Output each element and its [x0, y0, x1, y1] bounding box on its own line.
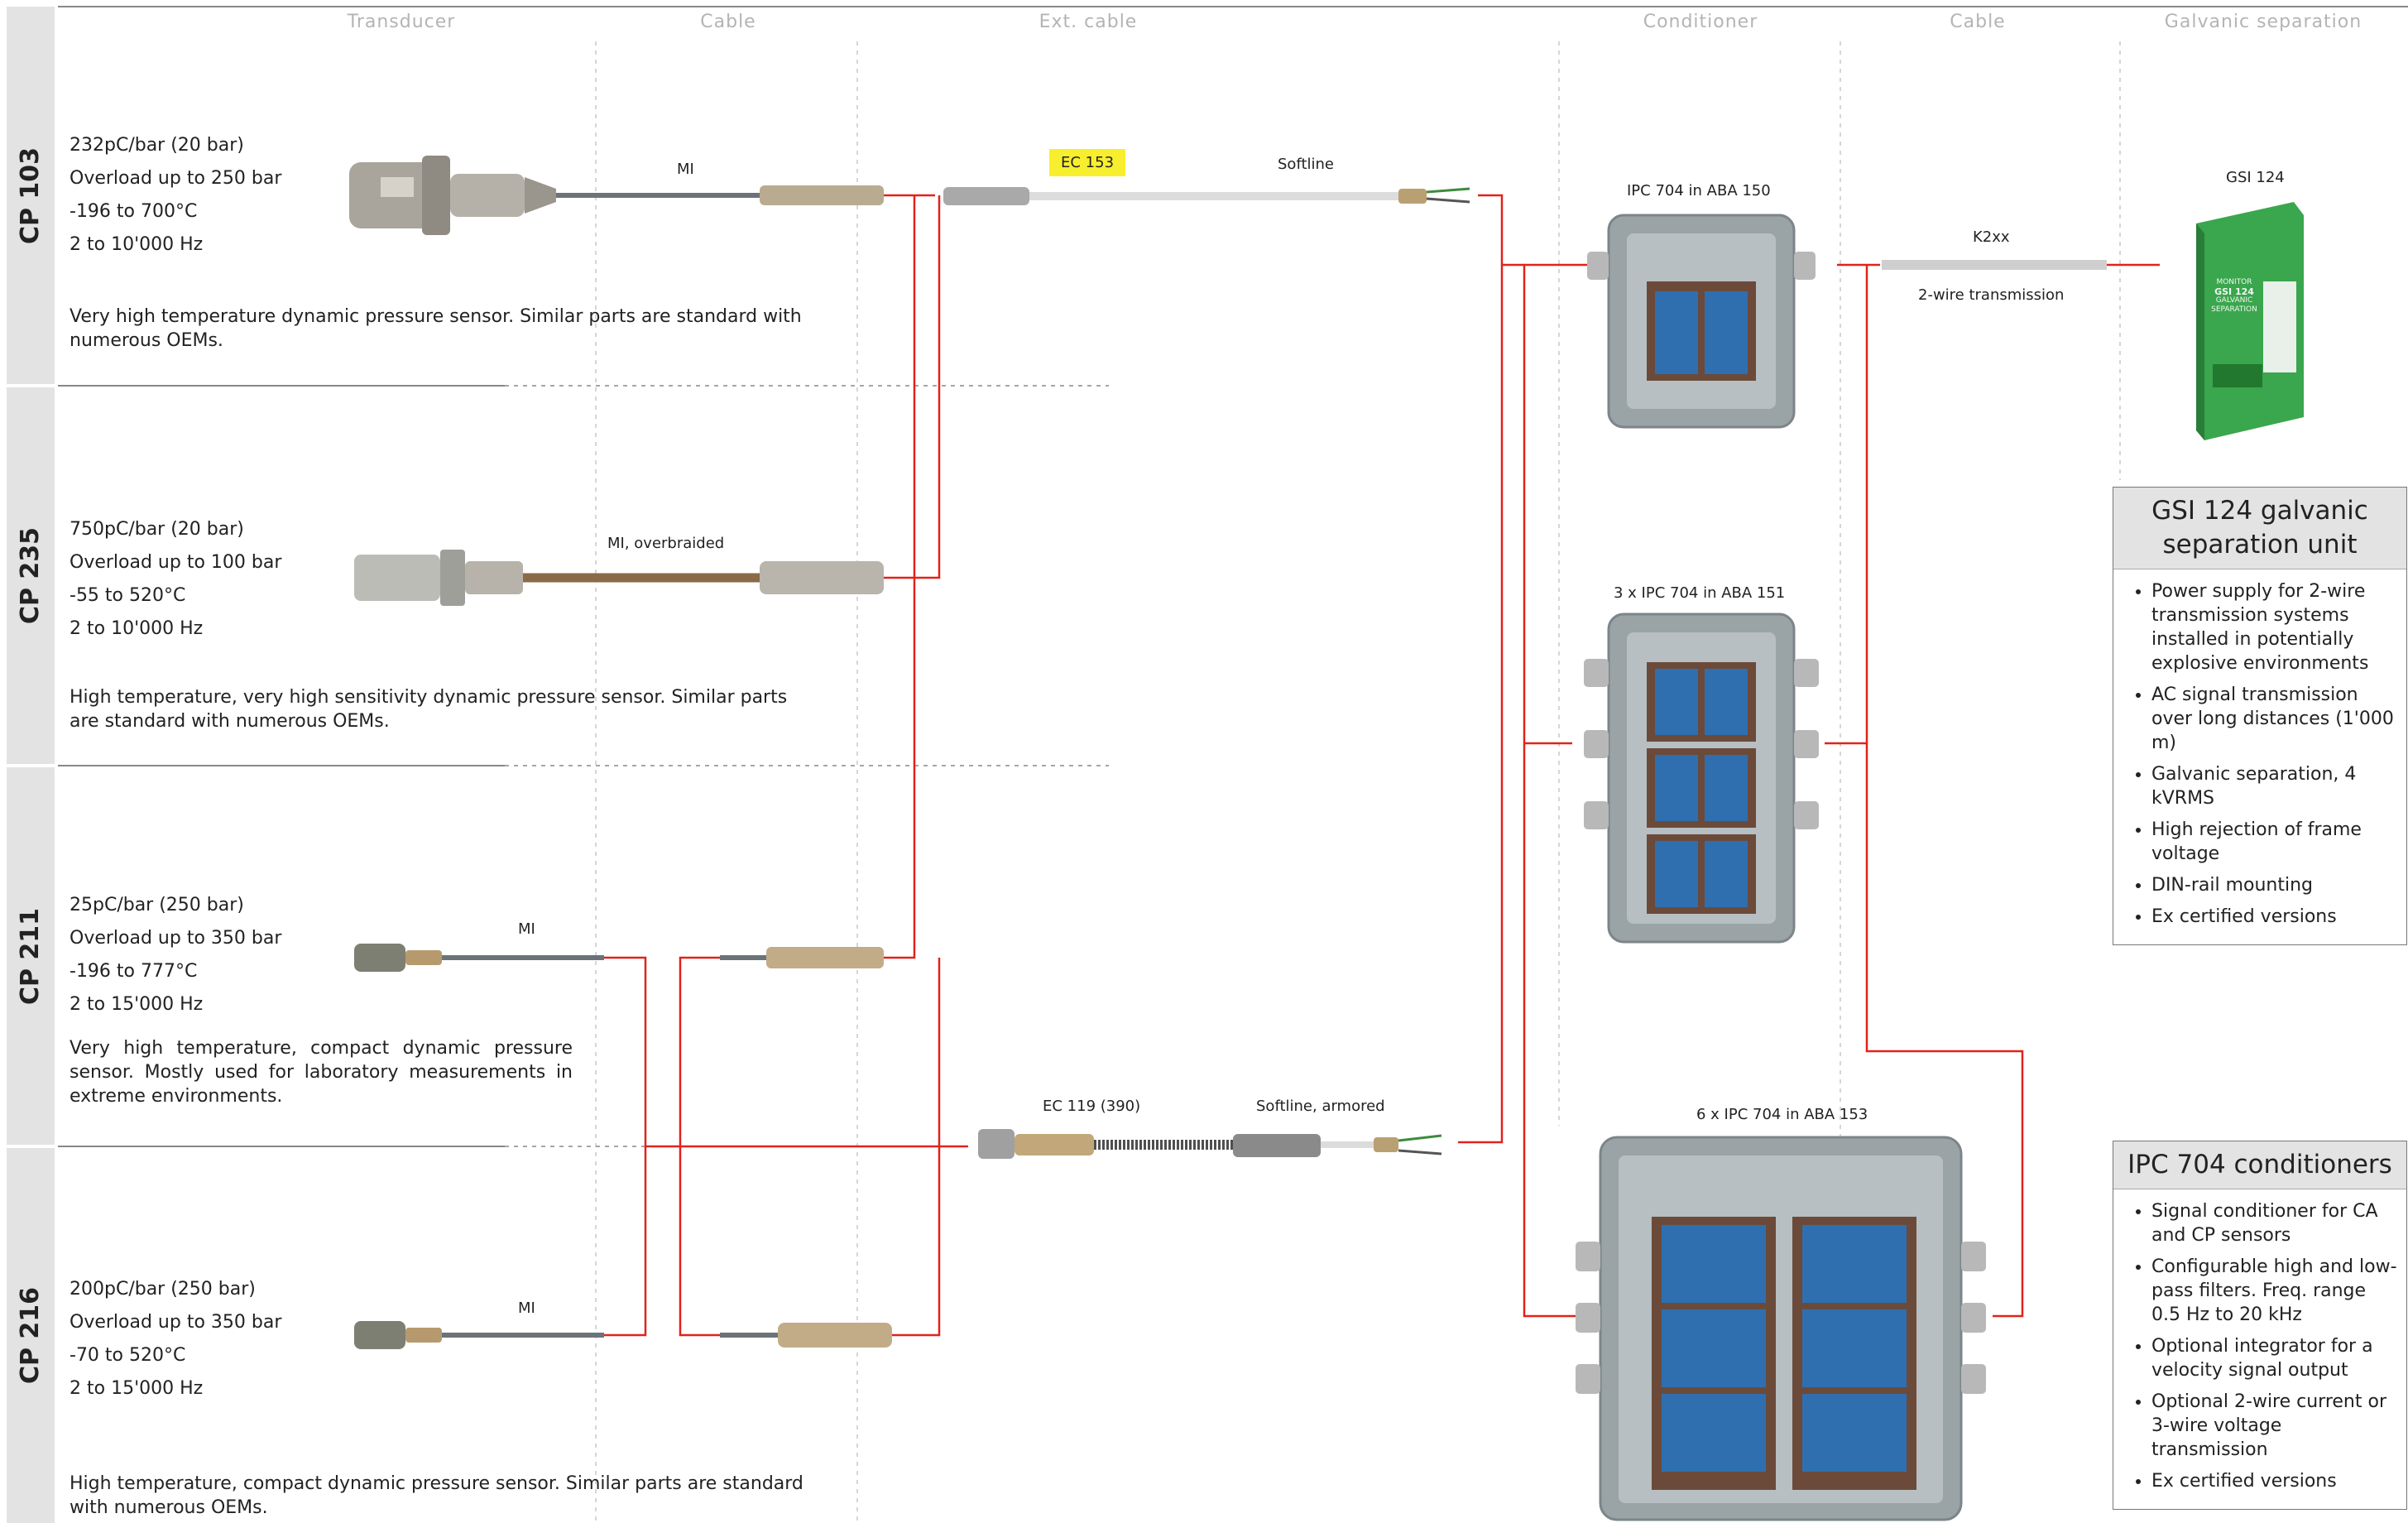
feature-item: Galvanic separation, 4 kVRMS: [2151, 762, 2398, 810]
cp211-specs: 25pC/bar (250 bar) Overload up to 350 ba…: [70, 889, 281, 1021]
ec119-label: EC 119 (390): [1043, 1098, 1141, 1115]
feature-item: Ex certified versions: [2151, 905, 2398, 929]
device-print-line: SEPARATION: [2211, 305, 2257, 314]
ipc704-feature-list: Signal conditioner for CA and CP sensors…: [2113, 1189, 2406, 1509]
feature-item: Optional integrator for a velocity signa…: [2151, 1334, 2398, 1382]
cp211-sensor-image: [354, 944, 442, 972]
gsi124-info-title: GSI 124 galvanic separation unit: [2113, 488, 2406, 569]
spec-temperature: -70 to 520°C: [70, 1345, 186, 1366]
device-print-line: GSI 124: [2214, 286, 2254, 297]
ec119-cable-image: [978, 1129, 1442, 1159]
feature-item: Ex certified versions: [2151, 1469, 2398, 1493]
row-label-cp216: CP 216: [7, 1148, 55, 1523]
row-separators: [58, 385, 1109, 1147]
spec-overload: Overload up to 100 bar: [70, 552, 282, 573]
cp211-ext-connector: [766, 947, 884, 968]
gsi124-info-box: GSI 124 galvanic separation unit Power s…: [2113, 487, 2407, 945]
ec153-cable-image: [943, 187, 1470, 205]
cp216-cable-label: MI: [518, 1300, 535, 1317]
feature-item: Power supply for 2-wire transmission sys…: [2151, 579, 2398, 675]
gsi124-device-print: MONITOR GSI 124 GALVANIC SEPARATION: [2208, 278, 2261, 315]
feature-item: Signal conditioner for CA and CP sensors: [2151, 1199, 2398, 1247]
aba150-label: IPC 704 in ABA 150: [1627, 182, 1771, 199]
cp103-cable-connector: [760, 185, 884, 205]
gsi124-device-label: GSI 124: [2226, 169, 2285, 186]
cp235-cable-label: MI, overbraided: [607, 535, 725, 552]
device-print-line: GALVANIC: [2215, 296, 2253, 305]
signal-wires: [604, 194, 2160, 1337]
column-header-ext-cable: Ext. cable: [1039, 12, 1138, 32]
device-print-line: MONITOR: [2216, 278, 2252, 286]
gsi124-feature-list: Power supply for 2-wire transmission sys…: [2113, 569, 2406, 944]
column-header-cable: Cable: [700, 12, 756, 32]
gsi124-device-image: [2196, 202, 2304, 440]
cp216-specs: 200pC/bar (250 bar) Overload up to 350 b…: [70, 1273, 281, 1405]
feature-item: Optional 2-wire current or 3-wire voltag…: [2151, 1390, 2398, 1462]
spec-frequency: 2 to 15'000 Hz: [70, 1378, 204, 1399]
spec-overload: Overload up to 350 bar: [70, 928, 282, 949]
column-separators: [595, 41, 2121, 1523]
column-header-conditioner: Conditioner: [1643, 12, 1758, 32]
feature-item: DIN-rail mounting: [2151, 873, 2398, 897]
cp211-cable-label: MI: [518, 920, 535, 938]
row-label-cp235: CP 235: [7, 387, 55, 764]
spec-sensitivity: 200pC/bar (250 bar): [70, 1279, 256, 1300]
row-label-cp103: CP 103: [7, 7, 55, 384]
spec-temperature: -196 to 777°C: [70, 961, 198, 982]
feature-item: High rejection of frame voltage: [2151, 818, 2398, 866]
ipc704-info-box: IPC 704 conditioners Signal conditioner …: [2113, 1141, 2407, 1510]
cp235-specs: 750pC/bar (20 bar) Overload up to 100 ba…: [70, 513, 281, 646]
cp216-description: High temperature, compact dynamic pressu…: [70, 1473, 803, 1518]
column-header-transducer: Transducer: [347, 12, 456, 32]
ec119-type-label: Softline, armored: [1256, 1098, 1385, 1115]
cp235-cable-connector: [760, 561, 884, 594]
spec-sensitivity: 232pC/bar (20 bar): [70, 135, 244, 156]
k2xx-label: K2xx: [1973, 228, 2010, 246]
ec153-label: EC 153: [1049, 149, 1126, 176]
aba150-enclosure-image: [1587, 214, 1816, 429]
row-label-cp211: CP 211: [7, 767, 55, 1145]
aba151-label: 3 x IPC 704 in ABA 151: [1614, 584, 1786, 602]
spec-temperature: -196 to 700°C: [70, 201, 198, 222]
cp103-sensor-image: [349, 156, 556, 235]
cp235-sensor-image: [354, 550, 523, 606]
transmission-note: 2-wire transmission: [1918, 286, 2065, 304]
spec-frequency: 2 to 15'000 Hz: [70, 994, 204, 1015]
cp103-specs: 232pC/bar (20 bar) Overload up to 250 ba…: [70, 129, 281, 262]
spec-overload: Overload up to 350 bar: [70, 1312, 282, 1333]
cp216-sensor-image: [354, 1321, 442, 1349]
aba153-enclosure-image: [1576, 1136, 1986, 1521]
cp103-description: Very high temperature dynamic pressure s…: [70, 306, 802, 351]
cp211-description: Very high temperature, compact dynamic p…: [70, 1038, 573, 1107]
ipc704-info-title: IPC 704 conditioners: [2113, 1141, 2406, 1189]
feature-item: Configurable high and low-pass filters. …: [2151, 1255, 2398, 1327]
feature-item: AC signal transmission over long distanc…: [2151, 683, 2398, 755]
spec-frequency: 2 to 10'000 Hz: [70, 234, 204, 255]
cp235-description: High temperature, very high sensitivity …: [70, 687, 788, 732]
ec153-type-label: Softline: [1278, 156, 1335, 173]
column-header-galvanic-separation: Galvanic separation: [2164, 12, 2362, 32]
spec-frequency: 2 to 10'000 Hz: [70, 618, 204, 639]
cp216-ext-connector: [778, 1323, 892, 1348]
column-header-cable-2: Cable: [1950, 12, 2006, 32]
spec-sensitivity: 25pC/bar (250 bar): [70, 895, 244, 915]
aba153-label: 6 x IPC 704 in ABA 153: [1696, 1106, 1868, 1123]
cp103-cable-label: MI: [677, 161, 694, 178]
spec-sensitivity: 750pC/bar (20 bar): [70, 519, 244, 540]
spec-overload: Overload up to 250 bar: [70, 168, 282, 189]
spec-temperature: -55 to 520°C: [70, 585, 186, 606]
aba151-enclosure-image: [1584, 613, 1819, 944]
